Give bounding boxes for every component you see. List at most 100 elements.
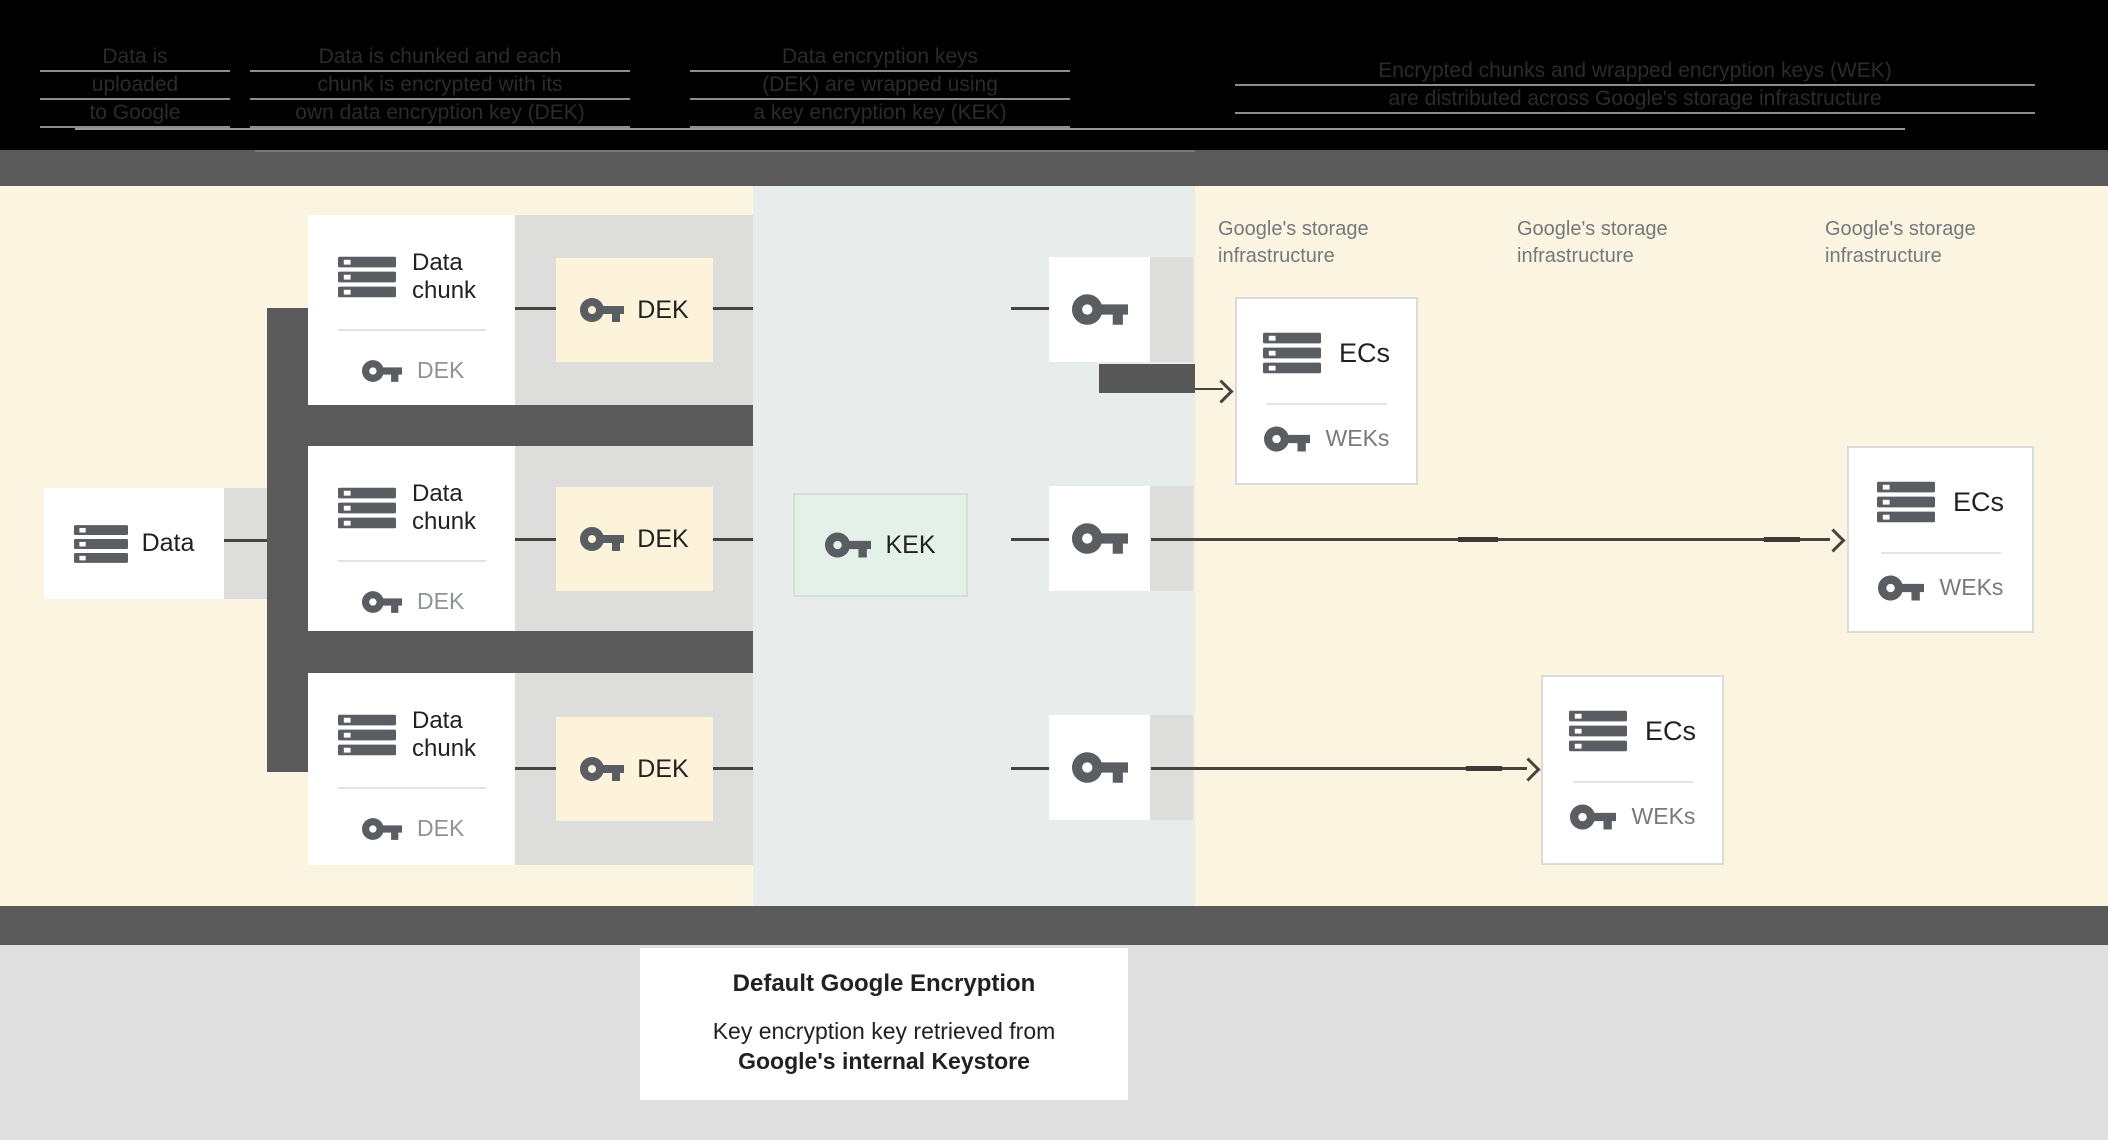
connector-line [515,307,556,310]
chunk-dek-label: DEK [417,357,465,383]
header-divider-bar [0,150,2108,186]
storage-label-line: infrastructure [1825,245,1942,267]
key-icon [1877,574,1924,601]
line-pulse [1764,537,1800,542]
header-steps-band: Data is uploaded to Google Data is chunk… [0,0,2108,150]
server-icon [338,714,396,756]
step-1-line: Data is [40,44,230,72]
key-icon [1569,803,1616,830]
connector-line [515,538,556,541]
weks-label: WEKs [1939,574,2004,600]
connector-line [515,767,556,770]
line-pulse [1466,766,1502,771]
connector-band [267,631,753,673]
arrow-line-row3 [1151,767,1527,770]
storage-label-line: Google's storage [1218,218,1369,240]
dek-box: DEK [556,487,713,591]
line-pulse [1458,537,1498,542]
chunk-label: chunk [412,508,477,535]
ecs-box: ECs WEKs [1541,675,1724,865]
footer: Default Google Encryption Key encryption… [0,945,2108,1140]
bottom-divider-bar [0,906,2108,945]
connector-line [713,767,753,770]
key-icon [825,532,872,558]
server-icon [73,524,128,563]
dek-box: DEK [556,258,713,362]
step-4: Encrypted chunks and wrapped encryption … [1235,58,2035,114]
connector-line [1011,767,1049,770]
weks-label: WEKs [1325,425,1390,451]
caption-line1: Key encryption key retrieved from [712,1018,1056,1044]
chunk-dek-label: DEK [417,815,465,841]
chunk-label: chunk [412,735,477,762]
weks-label: WEKs [1631,803,1696,829]
key-icon [1071,294,1128,325]
key-icon [362,817,402,840]
arrow-head [1821,528,1846,553]
ecs-box: ECs WEKs [1235,297,1418,485]
step-2-line: own data encryption key (DEK) [250,100,630,128]
arrow-head [1516,757,1541,782]
dek-label: DEK [637,754,689,783]
key-icon [1263,425,1310,452]
connector-line [713,307,753,310]
step-1: Data is uploaded to Google [40,44,230,128]
header-streak [75,128,1905,130]
chunk-label: Data [412,480,463,507]
step-3-line: (DEK) are wrapped using [690,72,1070,100]
data-box-shadow [224,488,267,599]
dek-label: DEK [637,524,689,553]
step-3-line: a key encryption key (KEK) [690,100,1070,128]
ecs-label: ECs [1644,715,1696,746]
storage-label-line: infrastructure [1218,245,1335,267]
storage-infrastructure-label: Google's storage infrastructure [1218,216,1369,270]
arrow-head [1209,379,1234,404]
connector-line [1011,307,1049,310]
data-label: Data [141,529,195,557]
step-1-line: to Google [40,100,230,128]
key-icon [1071,523,1128,554]
step-2: Data is chunked and each chunk is encryp… [250,44,630,128]
key-icon [362,359,402,382]
key-box-shadow [1150,257,1193,362]
wrapping-key-box [1049,715,1150,820]
key-icon [362,590,402,613]
dek-box: DEK [556,717,713,821]
server-icon [1876,481,1935,523]
chunk-dek-label: DEK [417,588,465,614]
connector-rect [1099,364,1195,393]
step-1-line: uploaded [40,72,230,100]
step-3: Data encryption keys (DEK) are wrapped u… [690,44,1070,128]
ecs-box: ECs WEKs [1847,446,2034,633]
connector-trunk [267,308,308,772]
caption-box: Default Google Encryption Key encryption… [640,948,1128,1100]
connector-band [267,405,753,446]
divider-highlight [255,150,1195,152]
arrow-line-row1 [1195,388,1223,390]
key-icon [1071,752,1128,783]
data-box: Data [44,488,224,599]
storage-infrastructure-label: Google's storage infrastructure [1517,216,1668,270]
chunk-label: chunk [412,277,477,304]
kek-box: KEK [793,493,968,597]
step-2-line: Data is chunked and each [250,44,630,72]
caption-title: Default Google Encryption [732,970,1036,997]
ecs-label: ECs [1338,337,1390,368]
storage-label-line: Google's storage [1517,218,1668,240]
step-4-line: are distributed across Google's storage … [1235,86,2035,114]
kek-label: KEK [885,530,936,559]
wrapping-key-box [1049,486,1150,591]
key-icon [580,298,625,322]
step-2-line: chunk is encrypted with its [250,72,630,100]
key-icon [580,757,625,781]
connector-line [224,539,267,542]
step-4-line: Encrypted chunks and wrapped encryption … [1235,58,2035,86]
storage-label-line: Google's storage [1825,218,1976,240]
caption-line2: Google's internal Keystore [738,1048,1030,1074]
step-3-line: Data encryption keys [690,44,1070,72]
